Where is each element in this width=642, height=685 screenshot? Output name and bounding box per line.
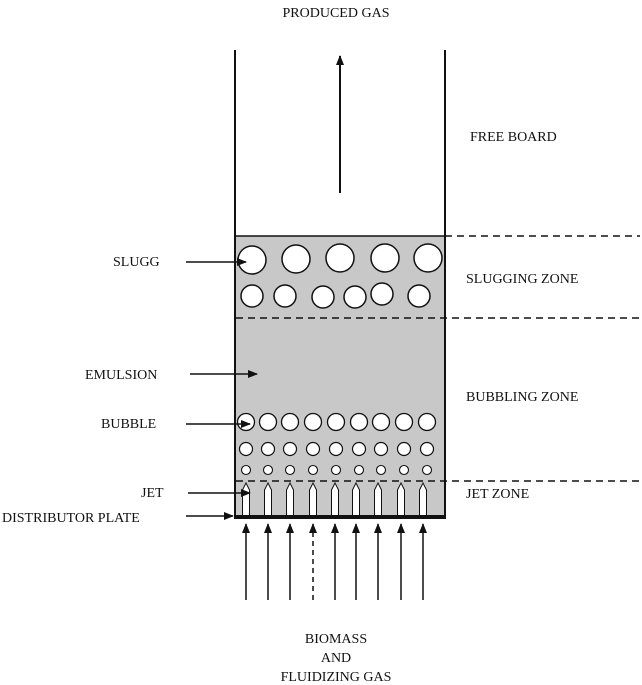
produced-gas-label: PRODUCED GAS <box>283 6 390 21</box>
bubble <box>421 464 433 476</box>
slug-bubble <box>343 285 367 309</box>
slug-bubble <box>370 282 394 306</box>
bubble <box>330 464 342 476</box>
bubble <box>240 464 252 476</box>
bubble <box>238 441 254 457</box>
jet <box>309 481 317 517</box>
and-label: AND <box>321 651 351 666</box>
bubble <box>282 441 298 457</box>
bubble <box>236 412 256 432</box>
jet <box>286 481 294 517</box>
bubbling-zone-label: BUBBLING ZONE <box>466 390 578 405</box>
bubble <box>373 441 389 457</box>
bubble <box>326 412 346 432</box>
freeboard-label: FREE BOARD <box>470 130 557 145</box>
jet-field <box>242 481 427 517</box>
bubble <box>307 464 319 476</box>
bubble <box>303 412 323 432</box>
jet <box>352 481 360 517</box>
jet <box>374 481 382 517</box>
bubble <box>353 464 365 476</box>
jet <box>264 481 272 517</box>
jet <box>331 481 339 517</box>
slugging-zone-label: SLUGGING ZONE <box>466 272 578 287</box>
bubble <box>394 412 414 432</box>
slug-bubble <box>413 243 443 273</box>
slug-bubble <box>237 245 267 275</box>
slug-bubble <box>407 284 431 308</box>
bubble <box>262 464 274 476</box>
bubble <box>417 412 437 432</box>
bubble <box>419 441 435 457</box>
slug-bubble <box>370 243 400 273</box>
bubble <box>398 464 410 476</box>
bubble <box>351 441 367 457</box>
slug-bubble <box>240 284 264 308</box>
bubble <box>305 441 321 457</box>
bubble <box>349 412 369 432</box>
slug-bubble <box>273 284 297 308</box>
slugg-callout-label: SLUGG <box>113 255 160 270</box>
biomass-label: BIOMASS <box>305 632 367 647</box>
bubble <box>260 441 276 457</box>
bubble <box>328 441 344 457</box>
bubble <box>396 441 412 457</box>
emulsion-callout-label: EMULSION <box>85 368 157 383</box>
bubble <box>375 464 387 476</box>
bubble <box>280 412 300 432</box>
jet <box>419 481 427 517</box>
jet-zone-label: JET ZONE <box>466 487 529 502</box>
bubble-callout-label: BUBBLE <box>101 417 156 432</box>
slug-bubbles <box>237 243 443 309</box>
bubble <box>371 412 391 432</box>
jet <box>397 481 405 517</box>
slug-bubble <box>281 244 311 274</box>
inlet-arrows <box>242 523 427 600</box>
fluidizing-gas-label: FLUIDIZING GAS <box>281 670 392 685</box>
bubble-field <box>236 412 437 476</box>
bubble <box>258 412 278 432</box>
distributor-plate-callout-label: DISTRIBUTOR PLATE <box>2 511 140 526</box>
bubble <box>284 464 296 476</box>
jet-callout-label: JET <box>141 486 164 501</box>
slug-bubble <box>325 243 355 273</box>
slug-bubble <box>311 285 335 309</box>
jet <box>242 481 250 517</box>
